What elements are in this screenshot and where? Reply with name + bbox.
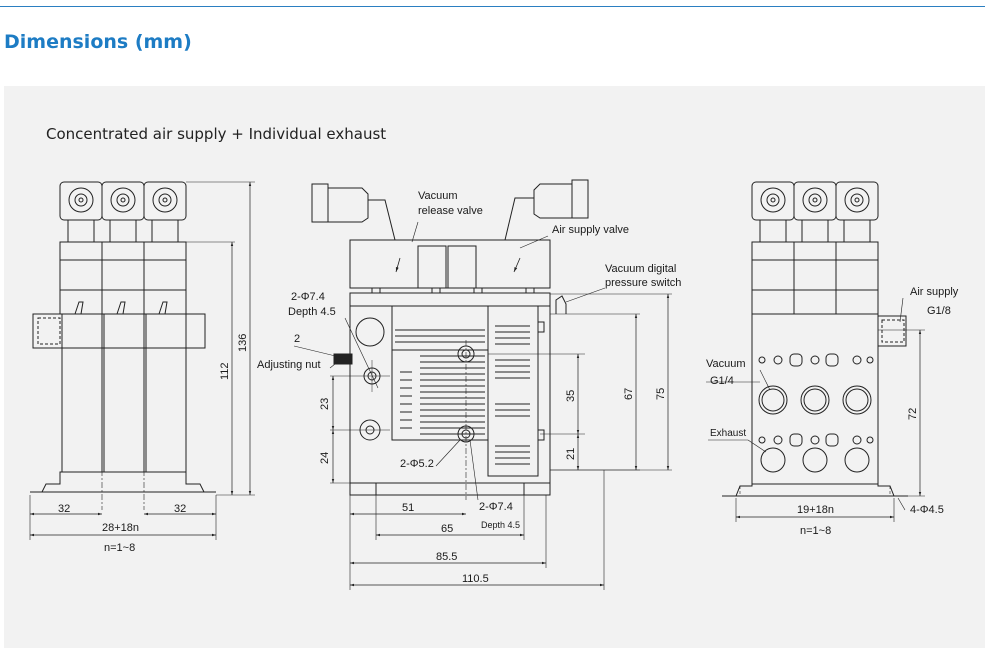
label-adjusting-nut: Adjusting nut (257, 359, 321, 371)
top-rule (0, 6, 985, 7)
drawing-subtitle: Concentrated air supply + Individual exh… (46, 125, 387, 143)
left-side-view (29, 181, 255, 540)
front-dim-67: 67 (623, 388, 635, 400)
front-dim-51: 51 (402, 502, 414, 514)
front-dim-23: 23 (319, 398, 331, 410)
left-dim-n: n=1~8 (104, 542, 135, 554)
left-dim-32-left: 32 (58, 503, 70, 515)
front-dim-35: 35 (565, 390, 577, 402)
right-dim-72: 72 (907, 408, 919, 420)
drawing-panel (4, 86, 985, 648)
left-dim-112: 112 (219, 362, 231, 380)
right-fittings (751, 181, 879, 243)
label-vacuum-switch-1: Vacuum digital (605, 263, 676, 275)
left-dim-32-right: 32 (174, 503, 186, 515)
right-dim-holes: 4-Φ4.5 (910, 504, 944, 516)
right-dim-n: n=1~8 (800, 525, 831, 537)
label-phi74-top-2: Depth 4.5 (288, 306, 336, 318)
left-dim-width: 28+18n (102, 522, 139, 534)
label-phi52-top: 2 (294, 333, 300, 345)
label-vacuum-release-1: Vacuum (418, 190, 458, 202)
front-dim-75: 75 (655, 388, 667, 400)
front-view (293, 179, 672, 590)
label-exhaust: Exhaust (710, 428, 746, 439)
left-fittings (59, 181, 187, 243)
front-dim-24: 24 (319, 452, 331, 464)
label-vacuum-switch-2: pressure switch (605, 277, 681, 289)
front-dim-65: 65 (441, 523, 453, 535)
label-phi74-top-1: 2-Φ7.4 (291, 291, 325, 303)
page-title: Dimensions (mm) (4, 31, 192, 53)
label-vacuum-release-2: release valve (418, 205, 483, 217)
label-g18: G1/8 (927, 305, 951, 317)
label-phi74-bottom-1: 2-Φ7.4 (479, 501, 513, 513)
front-dim-85-5: 85.5 (436, 551, 457, 563)
label-g14: G1/4 (710, 375, 734, 387)
label-vacuum: Vacuum (706, 358, 746, 370)
left-dim-136: 136 (237, 334, 249, 352)
label-air-supply: Air supply (910, 286, 959, 298)
label-phi52-bottom: 2-Φ5.2 (400, 458, 434, 470)
right-side-view (706, 181, 925, 522)
label-air-supply-valve: Air supply valve (552, 224, 629, 236)
label-phi74-bottom-2: Depth 4.5 (481, 520, 520, 530)
front-dim-110-5: 110.5 (462, 573, 489, 585)
front-dim-21: 21 (565, 448, 577, 460)
right-dim-width: 19+18n (797, 504, 834, 516)
